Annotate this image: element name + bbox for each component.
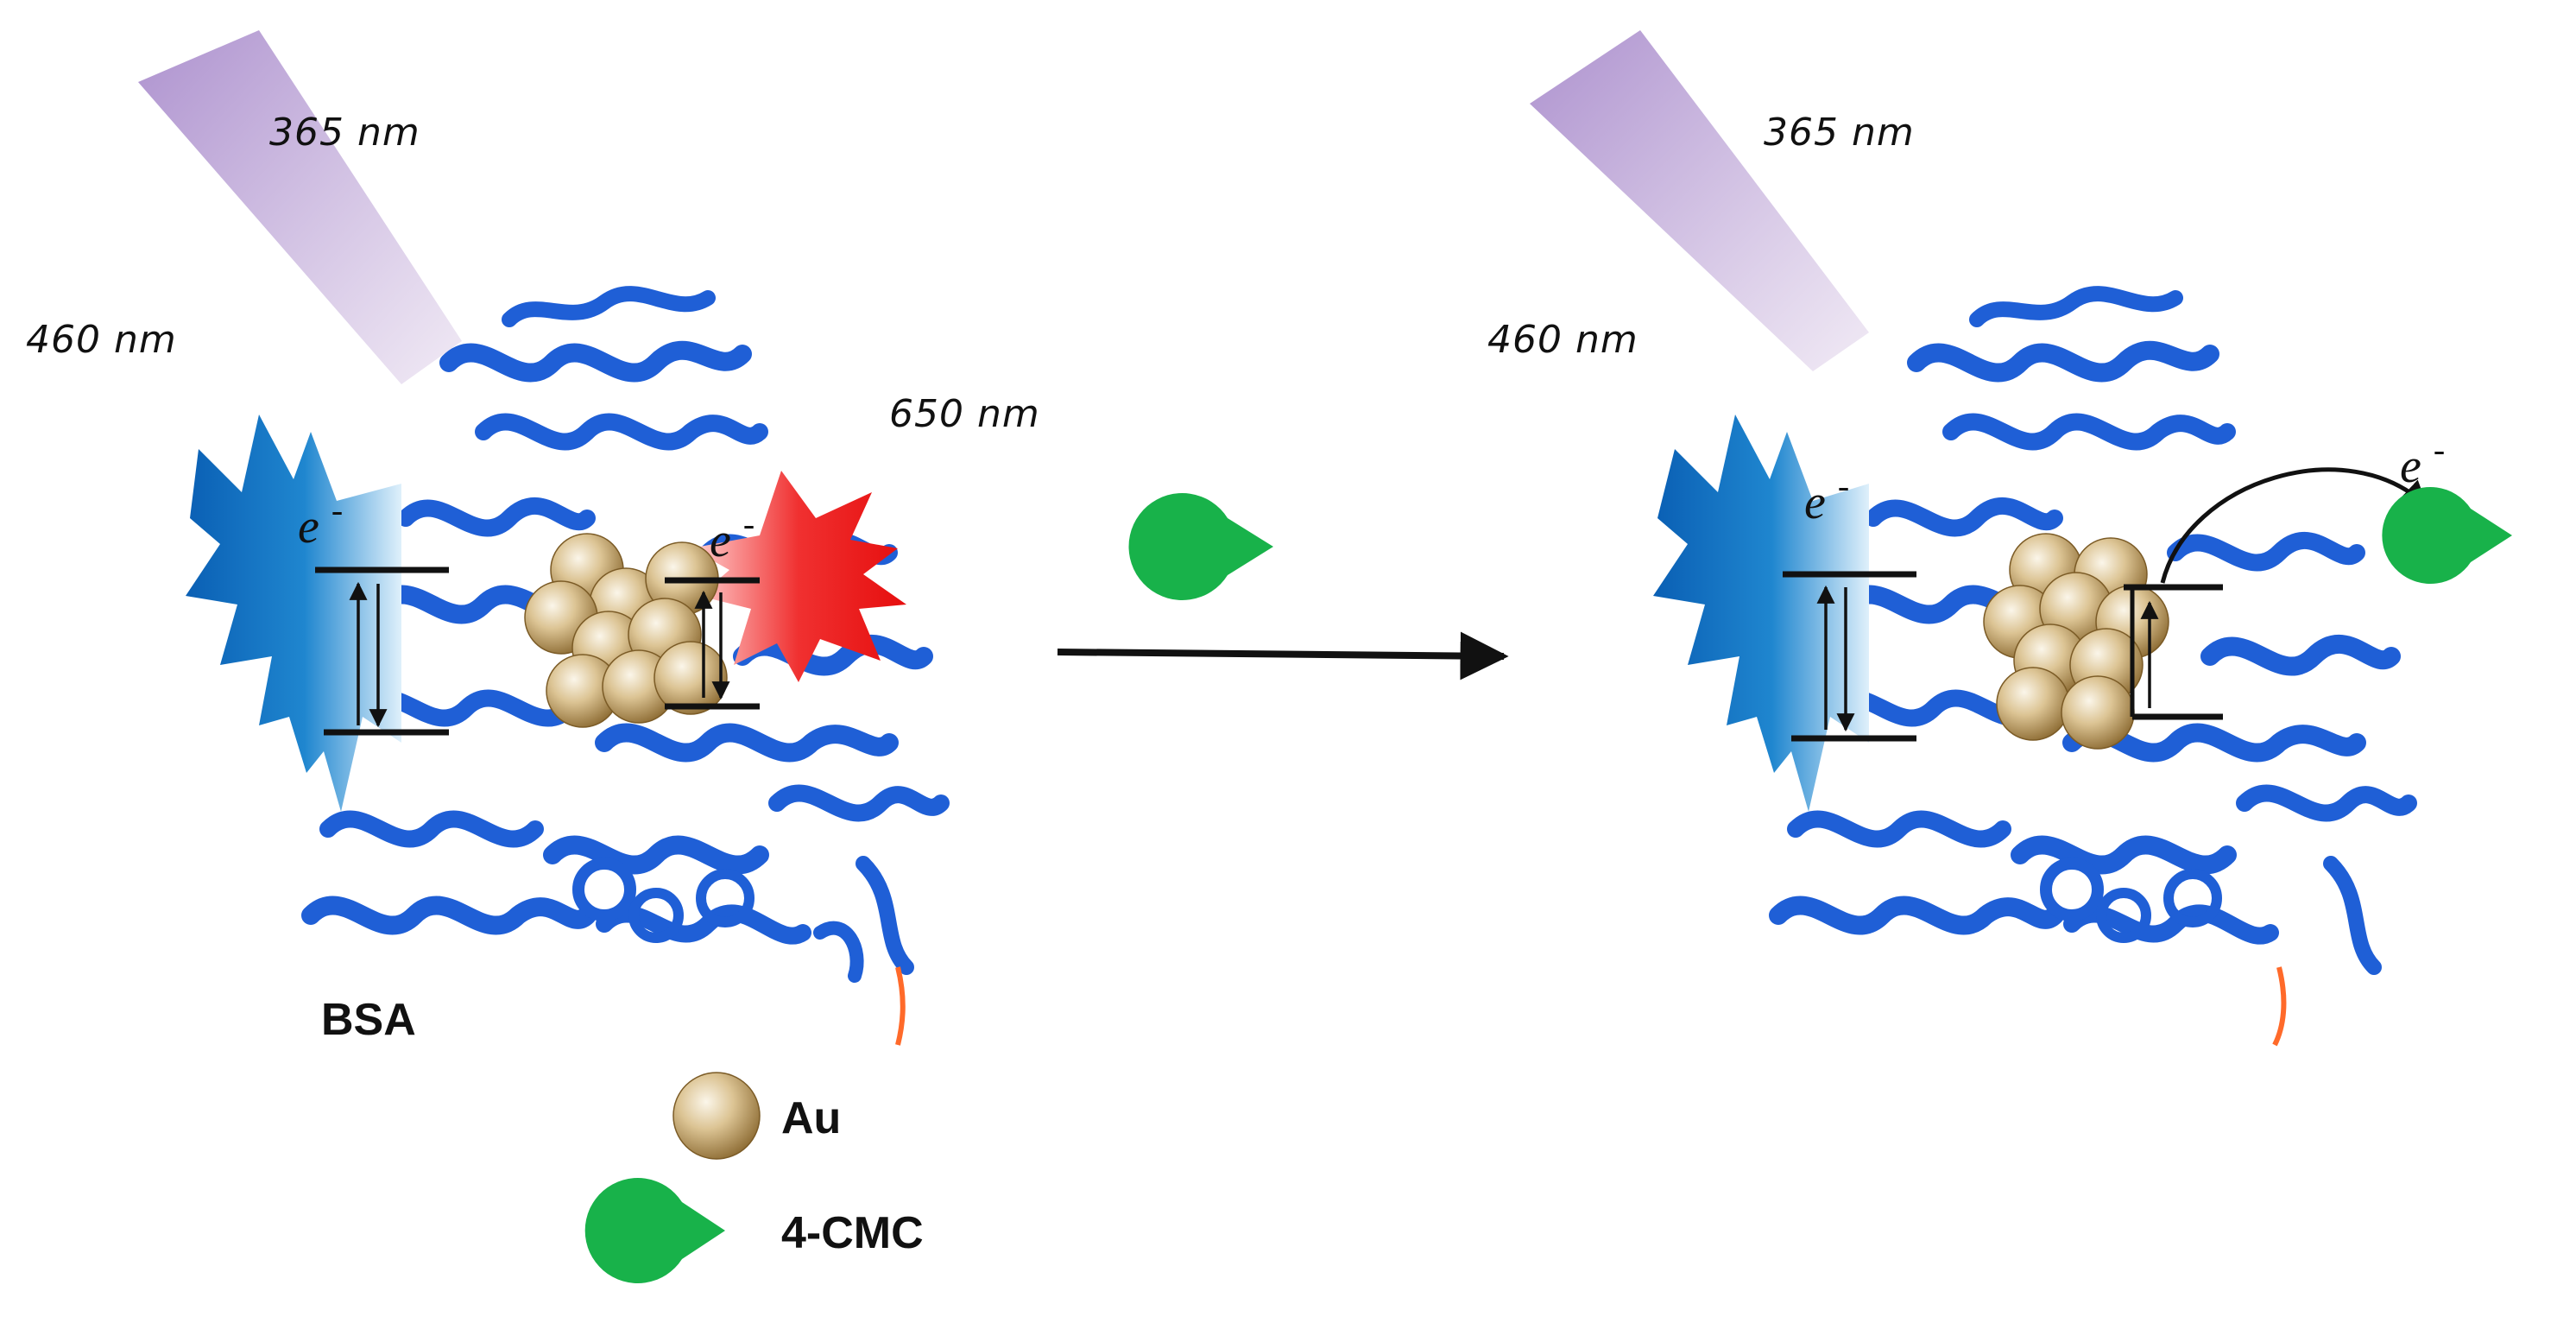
uv-beam-left (138, 30, 462, 384)
gold-atom-icon (672, 1072, 761, 1160)
energy-levels-quenched-right (2124, 584, 2223, 720)
legend-label-au: Au (781, 1093, 841, 1143)
energy-levels-blue-right (1783, 571, 1916, 742)
label-460nm-left: 460 nm (26, 318, 177, 362)
blue-emission-burst-left (186, 415, 401, 812)
electron-label-transfer: e - (2400, 430, 2445, 493)
protein-tail-left (895, 966, 906, 1046)
label-650nm-left: 650 nm (889, 392, 1040, 436)
gold-cluster-left (524, 533, 728, 728)
electron-symbol: e (2400, 440, 2421, 493)
electron-label-red-left: e - (710, 504, 754, 567)
protein-tail-right (2272, 966, 2287, 1047)
left-panel: 365 nm 460 nm 650 nm (26, 30, 1040, 1046)
electron-charge: - (331, 491, 343, 529)
electron-symbol: e (298, 500, 319, 554)
electron-symbol: e (710, 514, 731, 567)
label-365nm-left: 365 nm (269, 111, 420, 155)
energy-levels-red-left (665, 577, 760, 710)
right-panel: 365 nm 460 nm (1487, 30, 2512, 1047)
electron-symbol: e (1804, 476, 1826, 529)
electron-charge: - (1838, 466, 1849, 505)
label-bsa: BSA (321, 995, 416, 1045)
electron-label-blue-left: e - (298, 491, 343, 554)
blue-emission-burst-right (1653, 415, 1869, 812)
legend-label-4cmc: 4-CMC (781, 1208, 924, 1258)
curved-arrow-icon (2160, 467, 2428, 584)
electron-label-blue-right: e - (1804, 466, 1849, 529)
electron-charge: - (2434, 430, 2445, 469)
quencher-icon-bound (2382, 487, 2512, 584)
label-365nm-right: 365 nm (1764, 111, 1915, 155)
reaction-arrow-icon (1057, 631, 1509, 680)
energy-levels-blue-left (315, 567, 449, 736)
quencher-icon-incoming (1128, 493, 1273, 600)
label-460nm-right: 460 nm (1487, 318, 1638, 362)
quencher-icon-legend (584, 1178, 725, 1283)
red-emission-burst-left (691, 471, 906, 682)
legend: Au 4-CMC (584, 1072, 924, 1283)
uv-beam-right (1530, 30, 1869, 371)
electron-charge: - (743, 504, 754, 543)
